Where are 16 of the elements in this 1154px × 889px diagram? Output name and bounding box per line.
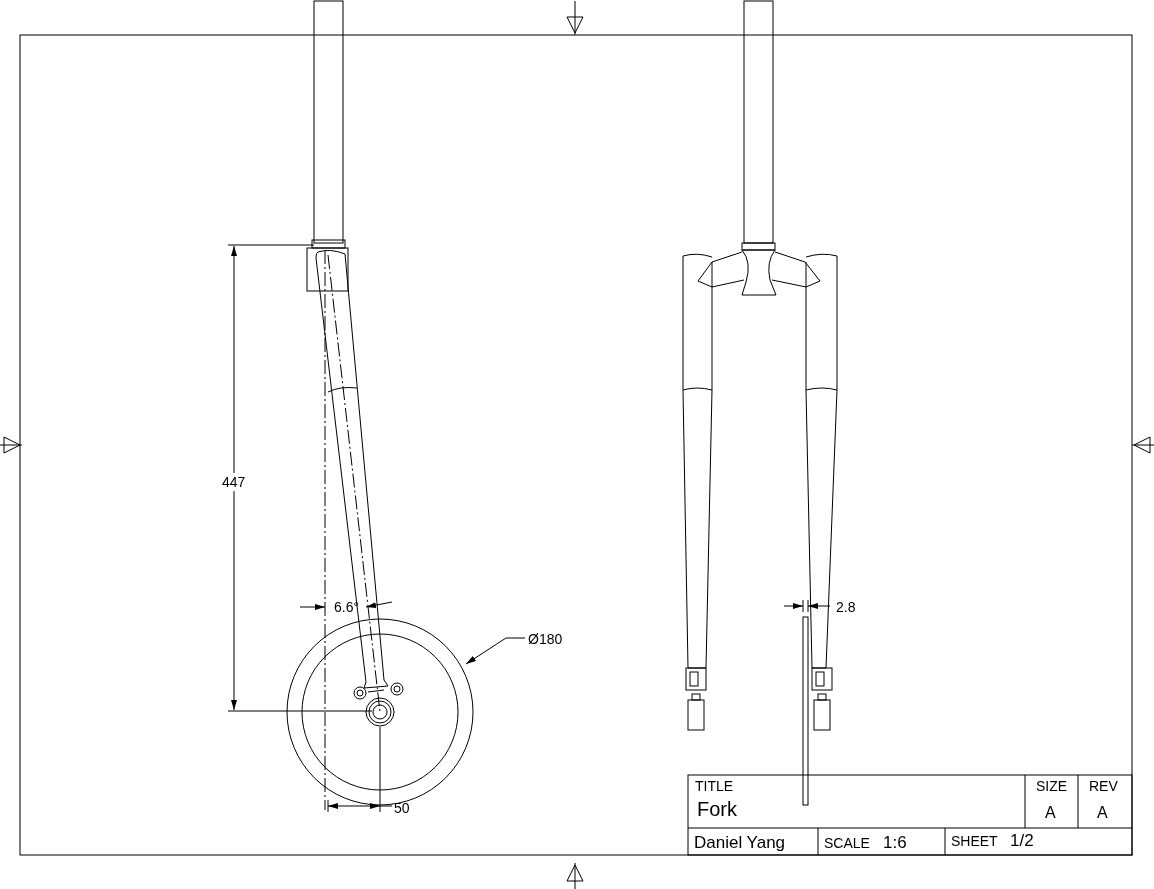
field-caption: SHEET [951,834,998,848]
field-caption: REV [1089,779,1118,793]
dimension-text: 50 [394,801,410,815]
dimension-text: 6.6° [334,600,360,614]
field-caption: SCALE [824,836,870,850]
dimension-text: Ø180 [528,632,563,646]
drawing-title: Fork [697,799,737,819]
field-value: 1:6 [883,834,907,851]
field-caption: TITLE [695,779,734,793]
field-caption: SIZE [1036,779,1068,793]
field-value: 1/2 [1010,832,1034,849]
dimension-text: 2.8 [836,600,856,614]
field-value: A [1045,805,1056,821]
author-name: Daniel Yang [694,834,786,851]
dimension-text: 447 [222,473,246,491]
field-value: A [1097,805,1108,821]
